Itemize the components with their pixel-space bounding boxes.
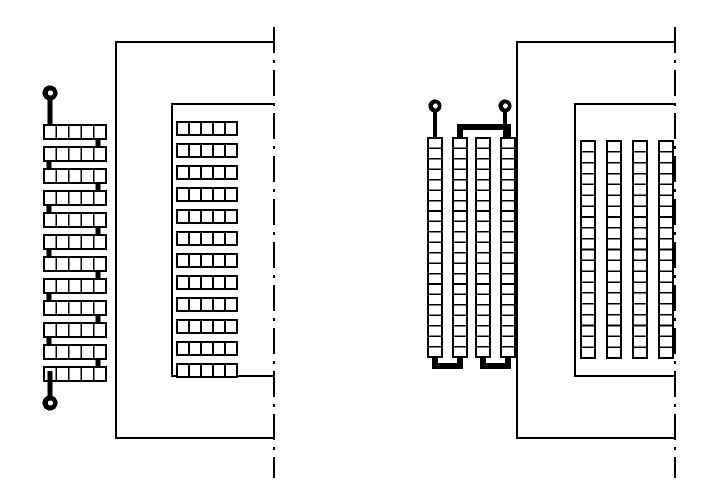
coil-tube <box>451 136 469 359</box>
serpentine-row-outline <box>42 365 108 383</box>
serpentine-row <box>42 189 108 207</box>
tube-bank-bar <box>175 230 239 247</box>
serpentine-riser <box>95 169 101 205</box>
tube-bank-bar-outline <box>175 296 239 313</box>
inlet-terminal-eyelet <box>428 99 442 139</box>
serpentine-riser <box>46 279 52 315</box>
serpentine-risers <box>46 125 101 381</box>
tube-bank-bar-outline <box>175 274 239 291</box>
vertical-serpentine-coil <box>426 124 517 369</box>
outlet-terminal-eyelet <box>42 371 58 411</box>
serpentine-row <box>42 233 108 251</box>
tube-bank-bar <box>175 186 239 203</box>
coil-tube <box>474 136 492 359</box>
tube-bank-bar <box>175 318 239 335</box>
housing-outline <box>516 41 675 439</box>
tube-bank-bar <box>175 340 239 357</box>
tube-bank-bar-outline <box>175 164 239 181</box>
serpentine-row <box>42 123 108 141</box>
tube-bank-bar <box>175 142 239 159</box>
serpentine-row <box>42 321 108 339</box>
serpentine-riser <box>46 235 52 271</box>
serpentine-coil <box>42 123 108 383</box>
outlet-terminal-eyelet-bore <box>503 103 508 109</box>
serpentine-row-outline <box>42 255 108 273</box>
horizontal-tube-bank <box>175 120 239 379</box>
inlet-terminal-eyelet-bore <box>433 103 438 109</box>
tube-bank-tube <box>579 139 597 360</box>
serpentine-riser <box>95 257 101 293</box>
serpentine-row <box>42 277 108 295</box>
serpentine-row <box>42 167 108 185</box>
tube-bank-bar <box>175 362 239 379</box>
serpentine-row-outline <box>42 211 108 229</box>
tube-bank-bar-outline <box>175 230 239 247</box>
serpentine-row <box>42 211 108 229</box>
bottom-return-bend-left <box>432 357 463 369</box>
serpentine-row-outline <box>42 321 108 339</box>
serpentine-row <box>42 145 108 163</box>
serpentine-row-outline <box>42 145 108 163</box>
tube-bank-bar-outline <box>175 208 239 225</box>
serpentine-riser <box>46 147 52 183</box>
top-return-bend <box>457 124 511 138</box>
coil-tube <box>426 136 444 359</box>
vertical-tube-bank <box>579 139 675 360</box>
serpentine-row <box>42 299 108 317</box>
serpentine-riser <box>46 191 52 227</box>
inner-chamber-outline <box>573 102 675 378</box>
tube-bank-tube <box>605 139 623 360</box>
serpentine-row-outline <box>42 189 108 207</box>
coil-tube-outline <box>474 136 492 359</box>
inlet-terminal-eyelet <box>42 85 58 126</box>
tube-bank-bar-outline <box>175 340 239 357</box>
coil-tube <box>499 136 517 359</box>
serpentine-riser <box>95 213 101 249</box>
serpentine-riser <box>95 301 101 337</box>
coil-tube-outline <box>426 136 444 359</box>
tube-bank-bar-outline <box>175 318 239 335</box>
tube-bank-bar-outline <box>175 142 239 159</box>
tube-bank-bar <box>175 274 239 291</box>
serpentine-riser <box>95 125 101 161</box>
tube-bank-bar <box>175 208 239 225</box>
serpentine-row-outline <box>42 123 108 141</box>
serpentine-row-outline <box>42 167 108 185</box>
housing-outline <box>115 41 274 439</box>
serpentine-riser <box>95 345 101 381</box>
tube-bank-tube <box>631 139 649 360</box>
tube-bank-tube <box>657 139 675 360</box>
tube-bank-bar <box>175 164 239 181</box>
serpentine-riser <box>46 323 52 359</box>
tube-bank-bar <box>175 252 239 269</box>
tube-bank-bar-outline <box>175 362 239 379</box>
tube-bank-bar-outline <box>175 120 239 137</box>
serpentine-row <box>42 343 108 361</box>
serpentine-row-outline <box>42 233 108 251</box>
coil-tube-outline <box>499 136 517 359</box>
tube-bank-bar-outline <box>175 186 239 203</box>
tube-bank-bar <box>175 296 239 313</box>
inlet-terminal-eyelet-bore <box>47 90 54 96</box>
outlet-terminal-eyelet <box>498 99 512 139</box>
serpentine-row <box>42 255 108 273</box>
tube-bank-bar <box>175 120 239 137</box>
outlet-terminal-eyelet-bore <box>47 400 54 406</box>
right-sectional-view <box>426 27 676 478</box>
bottom-return-bend-right <box>480 357 511 369</box>
serpentine-row-outline <box>42 277 108 295</box>
serpentine-row-outline <box>42 299 108 317</box>
tube-bank-bar-outline <box>175 252 239 269</box>
left-sectional-view <box>42 27 275 478</box>
serpentine-row <box>42 365 108 383</box>
coil-tube-outline <box>451 136 469 359</box>
serpentine-row-outline <box>42 343 108 361</box>
